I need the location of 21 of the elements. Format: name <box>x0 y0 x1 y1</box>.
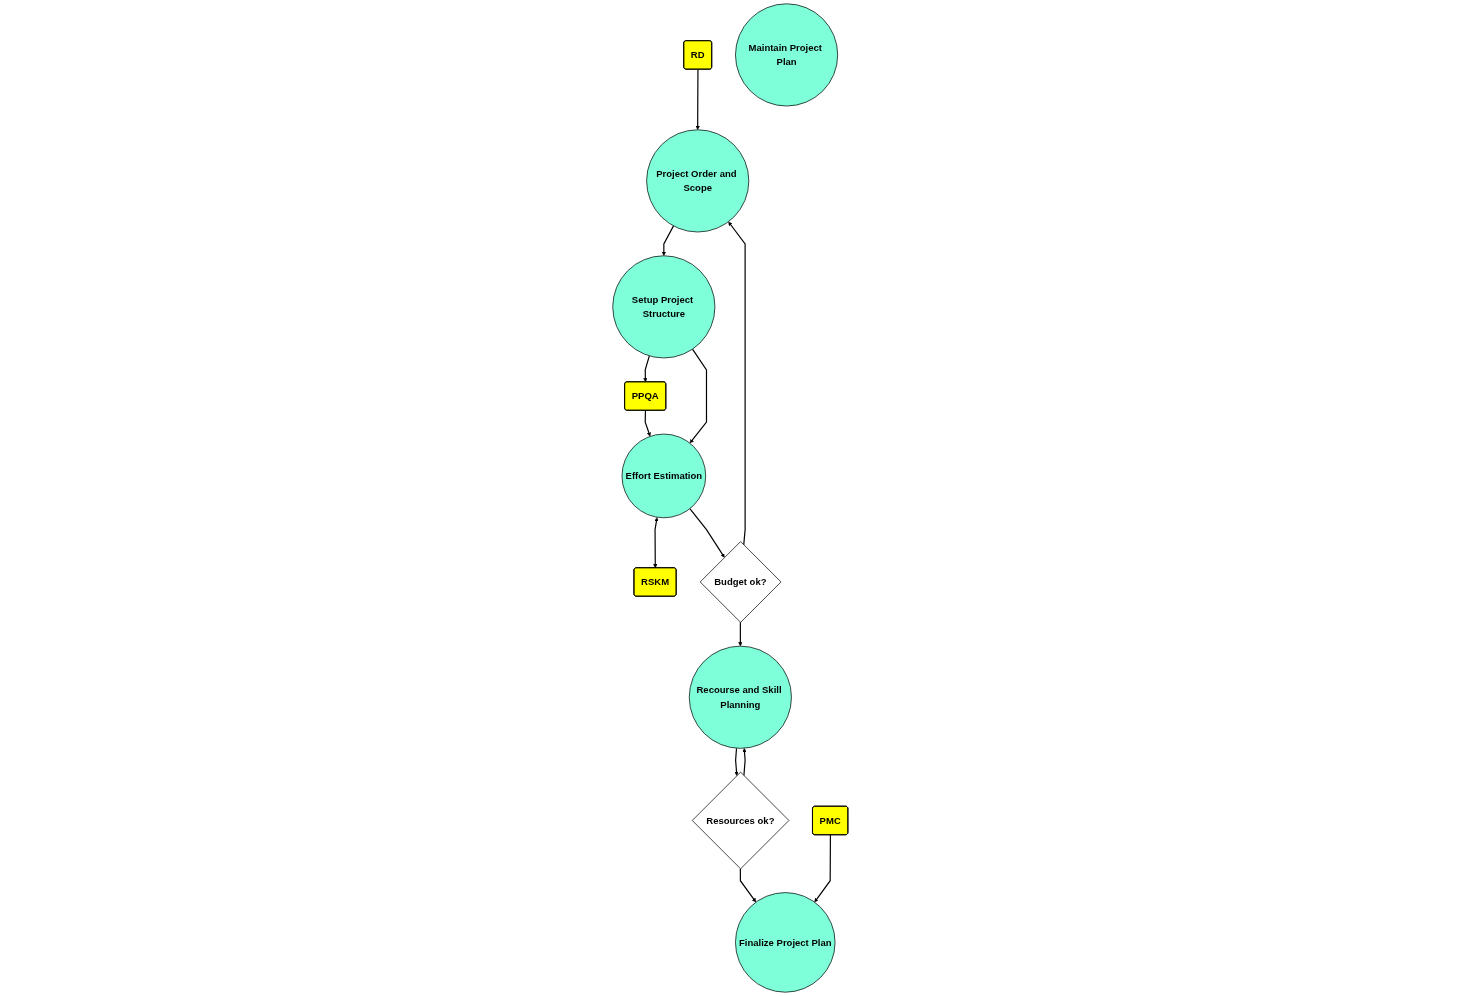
arrow <box>728 221 746 546</box>
node-circle: Project Order and Scope <box>646 129 750 233</box>
arrow <box>742 748 747 777</box>
arrow <box>738 621 743 647</box>
arrow <box>644 409 652 437</box>
arrow <box>734 747 739 776</box>
node-circle: Maintain Project Plan <box>735 3 839 107</box>
arrow <box>689 508 725 558</box>
arrow <box>653 517 659 569</box>
node-circle: Recourse and Skill Planning <box>689 645 792 749</box>
node-circle: Setup Project Structure <box>612 255 716 359</box>
arrow <box>661 225 675 256</box>
arrow <box>695 68 700 130</box>
node-circle: Finalize Project Plan <box>735 892 836 993</box>
node-diamond: Budget ok? <box>700 541 782 623</box>
arrow <box>814 834 832 903</box>
arrow <box>689 348 708 444</box>
arrow <box>643 355 651 383</box>
node-diamond: Resources ok? <box>692 771 790 870</box>
node-circle: Effort Estimation <box>621 433 707 519</box>
arrow <box>739 868 757 903</box>
